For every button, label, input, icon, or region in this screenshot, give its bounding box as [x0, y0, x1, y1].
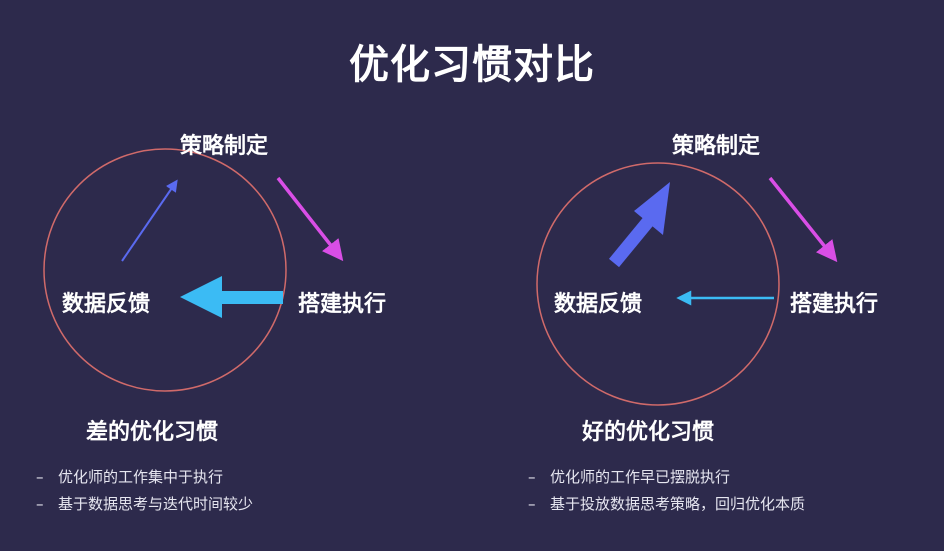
bullet-text: 优化师的工作早已摆脱执行: [550, 468, 731, 486]
subtitle-bad-habit: 差的优化习惯: [86, 420, 219, 445]
node-strategy: 策略制定: [672, 134, 761, 159]
bullet-marker: –: [36, 468, 44, 486]
bullet-list-good: –优化师的工作早已摆脱执行 –基于投放数据思考策略，回归优化本质: [528, 464, 805, 518]
node-feedback: 数据反馈: [554, 292, 643, 317]
bullet-marker: –: [528, 468, 536, 486]
node-execute: 搭建执行: [298, 292, 387, 317]
execute-arrow: [768, 176, 838, 263]
feedback-arrow: [180, 276, 283, 318]
cycle-diagram-bad: [43, 148, 344, 392]
strategy-arrow: [608, 182, 670, 268]
cycle-circle: [536, 162, 780, 406]
bullet-text: 基于投放数据思考策略，回归优化本质: [550, 495, 806, 513]
list-item: –基于投放数据思考策略，回归优化本质: [528, 491, 805, 518]
bullet-marker: –: [36, 495, 44, 513]
bullet-marker: –: [528, 495, 536, 513]
node-execute: 搭建执行: [790, 292, 879, 317]
subtitle-good-habit: 好的优化习惯: [582, 420, 715, 445]
bullet-text: 优化师的工作集中于执行: [58, 468, 224, 486]
list-item: –优化师的工作早已摆脱执行: [528, 464, 805, 491]
execute-arrow: [276, 176, 344, 262]
list-item: –优化师的工作集中于执行: [36, 464, 253, 491]
cycle-diagram-good: [536, 162, 838, 406]
panel-good-habit: 策略制定 搭建执行 数据反馈 好的优化习惯 –优化师的工作早已摆脱执行 –基于投…: [472, 0, 944, 551]
strategy-arrow: [121, 179, 178, 262]
cycle-circle: [43, 148, 287, 392]
bullet-text: 基于数据思考与迭代时间较少: [58, 495, 254, 513]
page-title: 优化习惯对比: [349, 42, 595, 88]
node-strategy: 策略制定: [180, 134, 269, 159]
list-item: –基于数据思考与迭代时间较少: [36, 491, 253, 518]
node-feedback: 数据反馈: [62, 292, 151, 317]
panel-bad-habit: 策略制定 搭建执行 数据反馈 差的优化习惯 –优化师的工作集中于执行 –基于数据…: [36, 134, 387, 518]
bullet-list-bad: –优化师的工作集中于执行 –基于数据思考与迭代时间较少: [36, 464, 253, 518]
